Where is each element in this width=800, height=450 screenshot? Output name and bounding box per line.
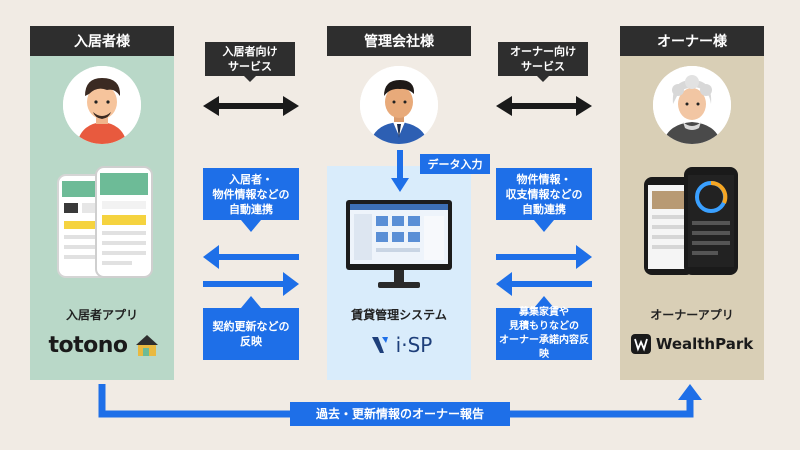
manager-header-label: 管理会社様: [364, 34, 434, 50]
wealthpark-logo: WealthPark: [630, 330, 754, 358]
right-top-flow-line-1: 物件情報・: [516, 172, 572, 186]
data-entry-text: データ入力: [427, 157, 483, 171]
wealthpark-logo-text: WealthPark: [655, 335, 754, 353]
monitor-illustration: [346, 200, 452, 288]
right-top-flow-pointer: [534, 220, 554, 232]
right-bottom-flow-pointer: [534, 296, 554, 308]
left-top-flow-box: 入居者・ 物件情報などの 自動連携: [203, 168, 299, 220]
resident-service-arrow: [203, 96, 299, 116]
resident-person-icon: [63, 66, 141, 144]
right-bottom-flow-line-2: 見積もりなどの: [509, 321, 579, 332]
house-icon: [135, 335, 158, 356]
wealthpark-logo-mark-icon: [630, 334, 651, 354]
left-arrow-to-resident: [203, 245, 299, 269]
owner-header-label: オーナー様: [657, 34, 727, 50]
left-top-flow-line-1: 入居者・: [229, 172, 273, 186]
resident-header-label: 入居者様: [74, 34, 130, 50]
owner-phones-illustration: [644, 167, 738, 275]
right-top-flow-line-3: 自動連携: [522, 202, 566, 216]
left-bottom-flow-pointer: [241, 296, 261, 308]
isp-logo-mark-icon: [371, 337, 388, 353]
owner-header: オーナー様: [620, 26, 764, 56]
totono-logo-text: totono: [48, 332, 128, 358]
manager-person-icon: [360, 66, 438, 144]
manager-avatar: [360, 66, 438, 144]
right-arrow-to-manager: [496, 272, 592, 296]
left-top-flow-line-2: 物件情報などの: [212, 187, 290, 201]
left-top-flow-line-3: 自動連携: [229, 202, 273, 216]
resident-service-box: 入居者向け サービス: [205, 42, 295, 82]
right-bottom-flow-box: 募集家賃や 見積もりなどの オーナー承諾内容反映: [496, 307, 592, 360]
right-bottom-flow-line-3: オーナー承諾内容反映: [499, 335, 589, 360]
right-top-flow-line-2: 収支情報などの: [505, 187, 583, 201]
owner-service-box: オーナー向け サービス: [498, 42, 588, 82]
owner-person-icon: [653, 66, 731, 144]
resident-phones-illustration: [57, 166, 153, 278]
resident-service-line-1: 入居者向け: [222, 45, 278, 58]
right-bottom-flow-line-1: 募集家賃や: [519, 307, 569, 318]
resident-service-line-2: サービス: [228, 60, 272, 73]
bottom-flow-text: 過去・更新情報のオーナー報告: [315, 406, 484, 421]
owner-service-arrow: [496, 96, 592, 116]
manager-header: 管理会社様: [327, 26, 471, 56]
right-arrow-to-owner: [496, 245, 592, 269]
isp-logo: i·SP: [360, 330, 442, 360]
bottom-flow-box: 過去・更新情報のオーナー報告: [290, 402, 510, 426]
manager-system-label: 賃貸管理システム: [351, 308, 447, 322]
right-top-flow-box: 物件情報・ 収支情報などの 自動連携: [496, 168, 592, 220]
left-bottom-flow-line-2: 反映: [240, 335, 262, 348]
totono-logo: totono: [40, 331, 168, 359]
isp-logo-text: i·SP: [395, 333, 433, 357]
left-arrow-to-manager: [203, 272, 299, 296]
left-bottom-flow-box: 契約更新などの 反映: [203, 308, 299, 360]
data-entry-arrow: [391, 150, 409, 192]
resident-header: 入居者様: [30, 26, 174, 56]
owner-app-label: オーナーアプリ: [650, 308, 734, 322]
left-bottom-flow-line-1: 契約更新などの: [212, 320, 290, 333]
resident-avatar: [63, 66, 141, 144]
resident-app-label: 入居者アプリ: [65, 308, 138, 322]
left-top-flow-pointer: [241, 220, 261, 232]
owner-service-line-1: オーナー向け: [510, 45, 576, 58]
owner-avatar: [653, 66, 731, 144]
owner-service-line-2: サービス: [521, 60, 565, 73]
data-entry-label: データ入力: [420, 154, 490, 174]
